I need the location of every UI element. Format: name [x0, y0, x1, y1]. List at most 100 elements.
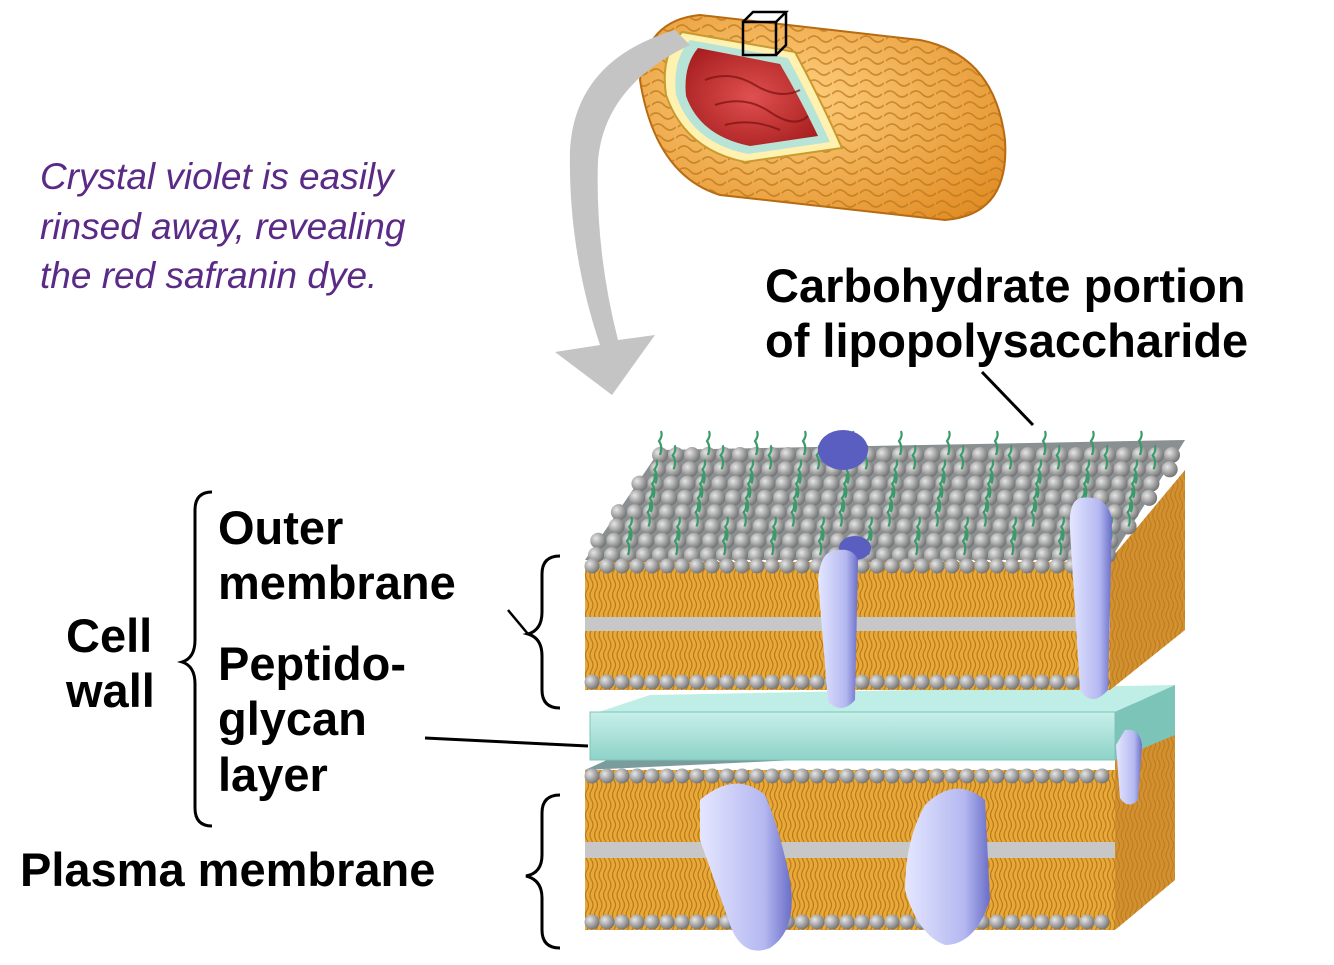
lipid-head: [959, 558, 975, 574]
lipid-head: [686, 532, 703, 549]
lipid-head: [1049, 558, 1065, 574]
lipid-head: [1020, 547, 1036, 563]
outer-membrane-brace: [522, 554, 561, 710]
sugar-chain: [769, 530, 775, 556]
sugar-chain: [934, 502, 940, 527]
lipid-head: [793, 461, 810, 478]
lipid-head: [944, 518, 961, 535]
lipid-head: [697, 461, 714, 478]
lipid-head: [668, 447, 684, 463]
lipid-head: [764, 768, 780, 784]
lipid-head: [1079, 768, 1095, 784]
lipid-head: [629, 674, 645, 690]
lipid-head: [734, 768, 750, 784]
lipid-head: [956, 447, 972, 463]
sugar-chain: [1009, 530, 1015, 556]
sugar-chain: [753, 430, 759, 456]
lipid-head: [854, 558, 870, 574]
lipid-head: [869, 914, 885, 930]
sugar-chain: [694, 502, 700, 527]
lipid-head: [1113, 461, 1130, 478]
lipid-head: [884, 914, 900, 930]
lipid-head: [689, 768, 705, 784]
lipid-head: [749, 558, 765, 574]
carbohydrate-pointer: [980, 370, 1035, 427]
lipid-head: [638, 532, 655, 549]
sugar-chain: [1126, 502, 1132, 527]
lipid-head: [777, 461, 794, 478]
lipid-head: [734, 558, 750, 574]
sugar-chain: [1055, 444, 1061, 470]
lipid-head: [659, 768, 675, 784]
sugar-chain: [790, 502, 796, 527]
lipid-head: [1004, 914, 1020, 930]
lipid-head: [704, 674, 720, 690]
lipid-head: [720, 518, 737, 535]
lipid-head: [614, 674, 630, 690]
lipid-head: [974, 532, 991, 549]
lipid-head: [704, 558, 720, 574]
bacterium-illustration: [638, 10, 1007, 222]
sugar-chain: [1059, 516, 1066, 542]
lipid-head: [1049, 768, 1065, 784]
lipid-head: [780, 447, 796, 463]
lipid-head: [866, 504, 883, 521]
lipid-head: [684, 447, 700, 463]
lipid-head: [614, 768, 630, 784]
lipid-head: [606, 532, 623, 549]
lipid-head: [679, 475, 696, 492]
sugar-chain: [886, 502, 892, 527]
sugar-chain: [653, 459, 659, 484]
lipid-head: [1068, 447, 1084, 463]
lipid-head: [894, 532, 911, 549]
lipid-head: [1116, 447, 1132, 463]
lipid-head: [681, 461, 698, 478]
lipid-head: [1034, 914, 1050, 930]
lipid-head: [652, 547, 668, 563]
lipid-head: [988, 547, 1004, 563]
lipid-head: [1111, 475, 1128, 492]
lipid-head: [677, 489, 694, 506]
lipid-head: [709, 489, 726, 506]
lipid-head: [794, 768, 810, 784]
caption-line: Crystal violet is easily: [40, 156, 394, 197]
lipid-head: [779, 674, 795, 690]
sugar-chain: [671, 444, 677, 470]
lipid-head: [823, 475, 840, 492]
lipid-head: [590, 532, 607, 549]
lipid-head: [624, 518, 641, 535]
lipid-head: [599, 914, 615, 930]
outer-membrane-label: Outer membrane: [218, 501, 456, 610]
sugar-chain: [1128, 487, 1134, 513]
lipid-head: [944, 558, 960, 574]
sugar-chain: [719, 444, 725, 470]
lipid-head: [1095, 475, 1112, 492]
lipid-head: [974, 674, 990, 690]
lipid-head: [989, 768, 1005, 784]
lipid-head: [854, 768, 870, 784]
lipid-head: [1010, 504, 1027, 521]
lipid-head: [614, 914, 630, 930]
lipid-head: [719, 674, 735, 690]
lipid-head: [1143, 475, 1160, 492]
lipid-head: [914, 768, 930, 784]
sugar-chain: [842, 473, 848, 499]
sugar-chain: [890, 473, 896, 499]
sugar-chain: [767, 444, 773, 470]
sugar-chain: [993, 430, 999, 456]
lipid-head: [749, 768, 765, 784]
lipid-head: [942, 532, 959, 549]
sugar-chain: [1057, 530, 1063, 556]
peptidoglycan-label: Peptido- glycan layer: [218, 637, 406, 801]
lipid-head: [854, 674, 870, 690]
sugar-chain: [673, 530, 679, 556]
sugar-chain: [897, 430, 903, 456]
lipid-head: [944, 674, 960, 690]
lipid-head: [929, 768, 945, 784]
lipid-head: [649, 461, 666, 478]
lipid-head: [757, 489, 774, 506]
sugar-chain: [1085, 459, 1091, 484]
lipid-head: [903, 475, 920, 492]
lipid-head: [794, 558, 810, 574]
lipid-head: [994, 504, 1011, 521]
